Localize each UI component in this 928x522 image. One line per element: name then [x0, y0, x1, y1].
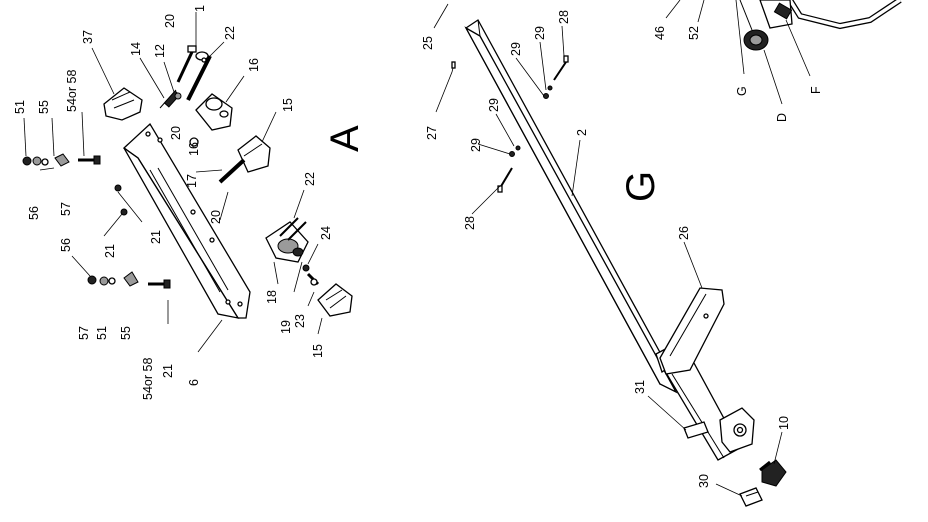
- callout-28-low: 28: [463, 216, 477, 230]
- callout-D: D: [775, 113, 789, 122]
- pulley-assembly-part-18-19: [265, 217, 309, 263]
- hardware-lower-left: [87, 271, 171, 289]
- section-label-a: A: [323, 125, 367, 152]
- washers-part-29: [509, 85, 553, 157]
- callout-23: 23: [293, 314, 307, 328]
- bolt-part-28-low: [497, 167, 513, 193]
- knob-housing: [719, 407, 755, 453]
- callout-24: 24: [319, 226, 333, 240]
- callout-19: 19: [279, 320, 293, 334]
- callout-29-c: 29: [487, 98, 501, 112]
- clamp-part-37: [103, 87, 143, 121]
- bolt-part-28-top: [553, 55, 569, 81]
- cap-part-30: [739, 487, 763, 507]
- leaders-section-a: [23, 12, 323, 353]
- callout-22-top: 22: [223, 26, 237, 40]
- knob-part-10: [759, 459, 787, 487]
- hardware-top-left: [22, 153, 101, 167]
- carriage-part-15-top: [218, 135, 271, 184]
- callout-54or58-low: 54or 58: [141, 358, 155, 400]
- callout-21-low: 21: [161, 364, 175, 378]
- section-g-assembly: [433, 0, 902, 507]
- callout-55-top: 55: [37, 100, 51, 114]
- carriage-part-15-low: [317, 283, 353, 317]
- callout-labels: A G 1 20 22 37 14 12 16 20 16 15 51 55 5…: [13, 5, 823, 488]
- pad-part-26: [659, 287, 725, 375]
- callout-16-top: 16: [247, 58, 261, 72]
- callout-56-top: 56: [27, 206, 41, 220]
- callout-52: 52: [687, 26, 701, 40]
- callout-55-low: 55: [119, 326, 133, 340]
- nuts-part-21: [114, 184, 128, 216]
- callout-20-top: 20: [163, 14, 177, 28]
- handlebar-partial: [739, 0, 902, 51]
- callout-12: 12: [153, 44, 167, 58]
- callout-27: 27: [425, 126, 439, 140]
- bolt-part-23-24: [302, 264, 320, 286]
- callout-57-top: 57: [59, 202, 73, 216]
- callout-18: 18: [265, 290, 279, 304]
- callout-29-d: 29: [469, 138, 483, 152]
- callout-21-a: 21: [103, 244, 117, 258]
- callout-25: 25: [421, 36, 435, 50]
- callout-16-mid: 16: [187, 142, 201, 156]
- callout-22-low: 22: [303, 172, 317, 186]
- callout-20-mid: 20: [169, 126, 183, 140]
- callout-28-top: 28: [557, 10, 571, 24]
- callout-14: 14: [129, 42, 143, 56]
- callout-31: 31: [633, 380, 647, 394]
- section-label-g: G: [619, 171, 663, 202]
- leaders-section-g: [433, 0, 811, 497]
- callout-2: 2: [575, 129, 589, 136]
- callout-37: 37: [81, 30, 95, 44]
- callout-29-b: 29: [509, 42, 523, 56]
- callout-17: 17: [185, 174, 199, 188]
- callout-51-low: 51: [95, 326, 109, 340]
- callout-F: F: [809, 86, 823, 94]
- callout-10: 10: [777, 416, 791, 430]
- callout-30: 30: [697, 474, 711, 488]
- callout-26: 26: [677, 226, 691, 240]
- callout-46: 46: [653, 26, 667, 40]
- callout-21-b: 21: [149, 230, 163, 244]
- callout-15-top: 15: [281, 98, 295, 112]
- tube-part-2: [464, 19, 678, 394]
- callout-56-low: 56: [59, 238, 73, 252]
- pins-part-14-12: [159, 89, 182, 109]
- insert-part-31: [683, 421, 709, 439]
- callout-6: 6: [187, 379, 201, 386]
- callout-54or58-top: 54or 58: [65, 70, 79, 112]
- callout-1: 1: [193, 5, 207, 12]
- cable-part-27: [435, 61, 456, 113]
- callout-57-low: 57: [77, 326, 91, 340]
- callout-29-a: 29: [533, 26, 547, 40]
- callout-20-low: 20: [209, 210, 223, 224]
- bolts-part-20-22-top: [176, 45, 212, 101]
- bracket-part-16: [189, 93, 233, 147]
- callout-15-low: 15: [311, 344, 325, 358]
- callout-51-top: 51: [13, 100, 27, 114]
- callout-G: G: [735, 86, 749, 96]
- section-a-assembly: [22, 12, 353, 353]
- bracket-part-6: [122, 122, 251, 319]
